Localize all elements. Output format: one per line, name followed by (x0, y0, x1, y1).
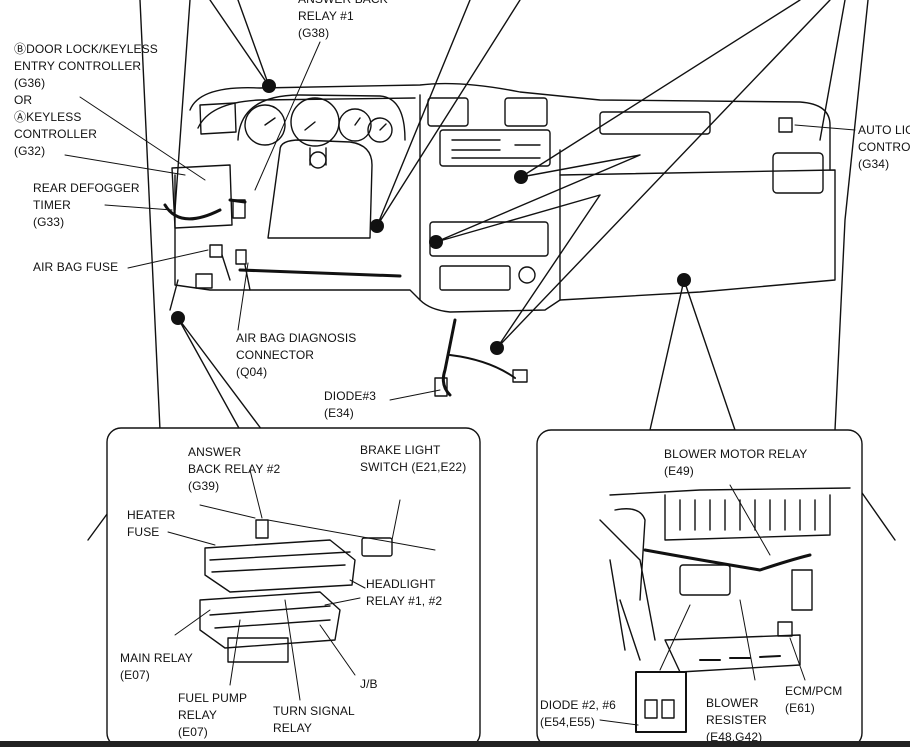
auto-light-sensor (778, 117, 793, 133)
label-blower-motor-relay: BLOWER MOTOR RELAY (E49) (664, 447, 808, 478)
climate-panel (439, 129, 551, 167)
label-air-bag-fuse: AIR BAG FUSE (33, 260, 119, 274)
wedge-bottom-right (649, 279, 736, 431)
center-vent-left (427, 97, 469, 127)
lower-knob (518, 266, 536, 284)
label-blower-resister: BLOWER RESISTER (E48,G42) (706, 696, 767, 744)
right-door-edge (859, 489, 896, 541)
right-top-vent (599, 111, 711, 135)
cluster-hood (237, 94, 406, 141)
label-diode-2-6: DIODE #2, #6 (E54,E55) (540, 698, 616, 729)
gauge-left (244, 104, 286, 146)
right-side-vent (772, 152, 824, 194)
inset-left-frame (106, 427, 481, 747)
dash-top-inner (197, 97, 416, 129)
label-answer-back-relay-1: ANSWER BACK RELAY #1 (G38) (298, 0, 388, 40)
wedge-answer-back-1 (209, 0, 270, 87)
defogger-box (171, 164, 233, 229)
right-a-pillar-inner (819, 0, 846, 141)
center-stack-outline (419, 94, 561, 313)
gauge-far-right (367, 117, 393, 143)
steering-column (267, 139, 373, 239)
label-ecm-pcm: ECM/PCM (E61) (785, 684, 843, 715)
junction-block-art (167, 469, 436, 701)
label-rear-defogger-timer: REAR DEFOGGER TIMER (G33) (33, 181, 140, 229)
label-fuel-pump-relay: FUEL PUMP RELAY (E07) (178, 691, 248, 739)
label-door-lock-keyless: ⒷDOOR LOCK/KEYLESS ENTRY CONTROLLER (G36… (14, 42, 158, 158)
dash-top (189, 82, 831, 171)
dash-left-vent (199, 102, 237, 135)
label-diode-3: DIODE#3 (E34) (324, 389, 377, 420)
airbag-diag-box (235, 249, 247, 265)
lower-box (439, 265, 511, 291)
label-brake-light-switch: BRAKE LIGHT SWITCH (E21,E22) (360, 443, 467, 474)
label-headlight-relay: HEADLIGHT RELAY #1, #2 (366, 577, 443, 608)
label-turn-signal-relay: TURN SIGNAL RELAY (273, 704, 355, 735)
label-main-relay: MAIN RELAY (E07) (120, 651, 193, 682)
bottom-edge-bar (0, 741, 910, 747)
label-auto-light-control: AUTO LIGHT CONTROL (G34) (858, 123, 910, 171)
left-a-pillar-inner (174, 0, 191, 211)
left-a-pillar (139, 0, 161, 431)
label-jb: J/B (360, 677, 378, 691)
label-answer-back-relay-2: ANSWER BACK RELAY #2 (G39) (188, 445, 281, 493)
glovebox-outline (559, 169, 836, 301)
label-air-bag-diagnosis: AIR BAG DIAGNOSIS CONNECTOR (Q04) (236, 331, 357, 379)
knee-panel (174, 174, 421, 301)
label-heater-fuse: HEATER FUSE (127, 508, 176, 539)
right-a-pillar (834, 0, 869, 431)
wedge-steering (376, 0, 521, 227)
wedge-climate (435, 0, 831, 349)
airbag-fuse-box (209, 244, 223, 258)
center-vent-right (504, 97, 548, 127)
blower-area-art (599, 484, 851, 733)
gauge-right (338, 108, 372, 142)
